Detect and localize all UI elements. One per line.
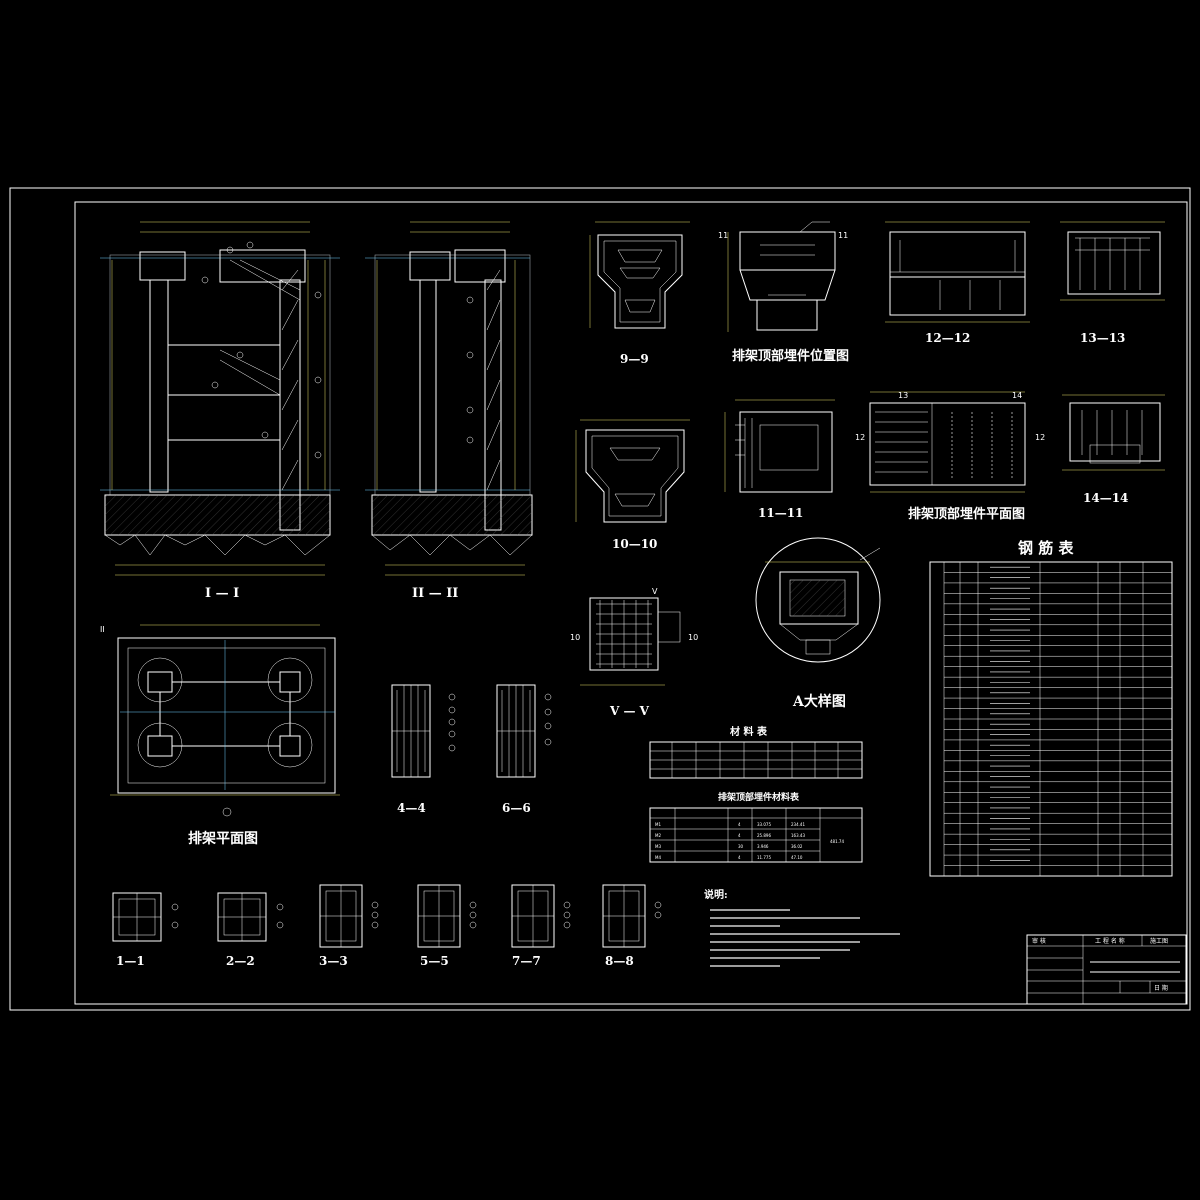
top-embed-position-drawing	[727, 221, 836, 332]
marker-V: V	[652, 587, 658, 596]
section-9-9-drawing	[589, 221, 690, 329]
section-label-10-10: 10—10	[612, 537, 657, 551]
material-table	[649, 741, 863, 779]
title-block-review: 审 核	[1032, 937, 1046, 945]
section-14-14-drawing	[1062, 394, 1165, 471]
elevation-I-I	[100, 221, 340, 576]
marker-12-b: 12	[1035, 433, 1045, 442]
material-table-title: 材 料 表	[730, 725, 768, 738]
section-1-1-drawing	[112, 892, 179, 942]
embed-row-3-unit: 3.946	[757, 844, 769, 849]
section-10-10-drawing	[575, 419, 690, 523]
embed-row-4-unit: 11.775	[757, 855, 771, 860]
title-block-stage: 施工图	[1150, 937, 1168, 945]
embed-row-2-count: 4	[738, 833, 741, 838]
top-embed-plan-title: 排架顶部埋件平面图	[908, 506, 1025, 522]
embed-row-1-name: M1	[655, 822, 661, 827]
notes-title: 说明:	[704, 888, 728, 901]
section-label-5-5: 5—5	[420, 954, 449, 968]
embed-row-2-name: M2	[655, 833, 661, 838]
embed-material-table-title: 排架顶部埋件材料表	[718, 791, 800, 803]
top-embed-position-title: 排架顶部埋件位置图	[732, 348, 849, 364]
embed-row-1-unit: 33.075	[757, 822, 771, 827]
column-section-6-6	[496, 684, 552, 778]
embed-row-1-count: 4	[738, 822, 741, 827]
section-label-I-I: I — I	[205, 586, 239, 601]
section-label-4-4: 4—4	[397, 801, 426, 815]
marker-11-a: 11	[718, 231, 728, 240]
section-label-3-3: 3—3	[319, 954, 348, 968]
elevation-II-II	[365, 221, 533, 576]
marker-13: 13	[898, 391, 908, 400]
section-V-V-drawing	[580, 597, 681, 686]
embed-row-1-total: 234.41	[791, 822, 805, 827]
embed-row-4-name: M4	[655, 855, 661, 860]
section-label-14-14: 14—14	[1083, 491, 1128, 505]
section-7-7-drawing	[511, 884, 571, 948]
embed-row-2-unit: 25.896	[757, 833, 771, 838]
section-label-12-12: 12—12	[925, 331, 970, 345]
embed-row-2-total: 163.43	[791, 833, 805, 838]
section-label-7-7: 7—7	[512, 954, 541, 968]
notes-lines	[710, 909, 900, 967]
embed-row-3-name: M3	[655, 844, 661, 849]
section-label-13-13: 13—13	[1080, 331, 1125, 345]
embed-row-3-count: 30	[738, 844, 744, 849]
section-label-8-8: 8—8	[605, 954, 634, 968]
section-label-6-6: 6—6	[502, 801, 531, 815]
section-label-II-II: II — II	[412, 586, 458, 601]
column-section-4-4	[391, 684, 456, 778]
section-3-3-drawing	[319, 884, 379, 948]
marker-11-b: 11	[838, 231, 848, 240]
embed-row-4-count: 4	[738, 855, 741, 860]
outer-border	[9, 187, 1191, 1011]
rebar-table	[929, 561, 1173, 877]
rebar-table-title: 钢 筋 表	[1018, 539, 1074, 557]
section-label-1-1: 1—1	[116, 954, 145, 968]
inner-border	[74, 201, 1188, 1005]
detail-A-title: A大样图	[792, 693, 846, 710]
section-label-11-11: 11—11	[758, 506, 803, 520]
section-11-11-drawing	[724, 399, 835, 493]
marker-14: 14	[1012, 391, 1022, 400]
plan-title: 排架平面图	[188, 830, 258, 847]
marker-12-a: 12	[855, 433, 865, 442]
section-5-5-drawing	[417, 884, 477, 948]
section-2-2-drawing	[217, 892, 284, 942]
title-block-date-label: 日 期	[1154, 984, 1168, 992]
section-label-2-2: 2—2	[226, 954, 255, 968]
marker-II-plan: II	[100, 625, 105, 634]
embed-material-table: M1 4 33.075 234.41 M2 4 25.896 163.43 M3…	[649, 807, 863, 863]
section-label-9-9: 9—9	[620, 352, 649, 366]
section-label-V-V: V — V	[609, 704, 650, 718]
section-8-8-drawing	[602, 884, 662, 948]
section-13-13-drawing	[1060, 221, 1165, 301]
marker-10-b: 10	[688, 633, 698, 642]
embed-table-total: 481.74	[830, 839, 844, 844]
section-12-12-drawing	[885, 221, 1030, 323]
bent-frame-plan	[110, 624, 340, 817]
title-block-project: 工 程 名 称	[1095, 937, 1125, 945]
top-embed-plan-drawing	[869, 391, 1026, 493]
detail-A-drawing	[755, 537, 881, 663]
embed-row-3-total: 36.02	[791, 844, 803, 849]
title-block	[1026, 934, 1187, 1005]
marker-10-a: 10	[570, 633, 580, 642]
embed-row-4-total: 47.10	[791, 855, 803, 860]
